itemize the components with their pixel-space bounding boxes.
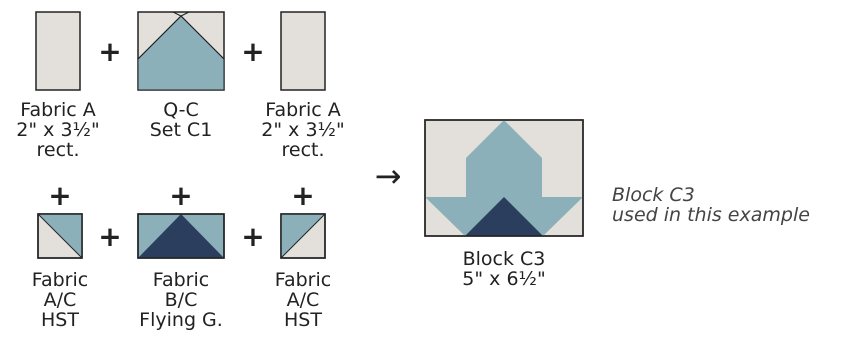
unit5-line2: B/C bbox=[164, 289, 198, 311]
unit3-line2: 2" x 3½" bbox=[261, 119, 345, 141]
plus-sign: + bbox=[98, 220, 122, 253]
unit1-line2: 2" x 3½" bbox=[16, 119, 100, 141]
unit2-label: Q-C Set C1 bbox=[150, 100, 213, 140]
result-arrow: → bbox=[374, 157, 402, 195]
block-c3-label: Block C3 5" x 6½" bbox=[462, 249, 545, 289]
unit6-label: Fabric A/C HST bbox=[275, 270, 331, 330]
unit6-line1: Fabric bbox=[274, 269, 332, 291]
unit6-line3: HST bbox=[284, 309, 322, 331]
unit1-line3: rect. bbox=[36, 139, 80, 161]
plus-sign: + bbox=[291, 179, 315, 212]
unit5-line1: Fabric bbox=[152, 269, 210, 291]
hst-unit-right bbox=[280, 213, 326, 259]
plus-sign: + bbox=[48, 179, 72, 212]
plus-sign: + bbox=[169, 179, 193, 212]
unit5-label: Fabric B/C Flying G. bbox=[139, 270, 223, 330]
unit1-label: Fabric A 2" x 3½" rect. bbox=[16, 100, 99, 160]
unit2-line2: Set C1 bbox=[149, 119, 213, 141]
unit6-line2: A/C bbox=[286, 289, 320, 311]
fabric-a-rectangle-left bbox=[35, 11, 81, 91]
note-line2: used in this example bbox=[612, 204, 810, 226]
unit3-line3: rect. bbox=[281, 139, 325, 161]
block-c3-title: Block C3 bbox=[462, 248, 546, 270]
example-note: Block C3 used in this example bbox=[612, 185, 810, 225]
unit2-line1: Q-C bbox=[163, 99, 199, 121]
unit4-label: Fabric A/C HST bbox=[32, 270, 88, 330]
plus-sign: + bbox=[241, 35, 265, 68]
unit3-line1: Fabric A bbox=[265, 99, 341, 121]
unit3-label: Fabric A 2" x 3½" rect. bbox=[261, 100, 344, 160]
flying-geese-unit bbox=[137, 213, 225, 259]
note-line1: Block C3 bbox=[612, 184, 695, 206]
plus-sign: + bbox=[98, 35, 122, 68]
block-c3-size: 5" x 6½" bbox=[462, 268, 546, 290]
q-c-set-c1-unit bbox=[137, 11, 225, 91]
unit1-line1: Fabric A bbox=[20, 99, 96, 121]
unit4-line1: Fabric bbox=[31, 269, 89, 291]
plus-sign: + bbox=[241, 220, 265, 253]
hst-unit-left bbox=[37, 213, 83, 259]
unit4-line2: A/C bbox=[43, 289, 77, 311]
fabric-a-rectangle-right bbox=[280, 11, 326, 91]
unit5-line3: Flying G. bbox=[139, 309, 223, 331]
unit4-line3: HST bbox=[41, 309, 79, 331]
block-c3-finished bbox=[424, 119, 584, 237]
